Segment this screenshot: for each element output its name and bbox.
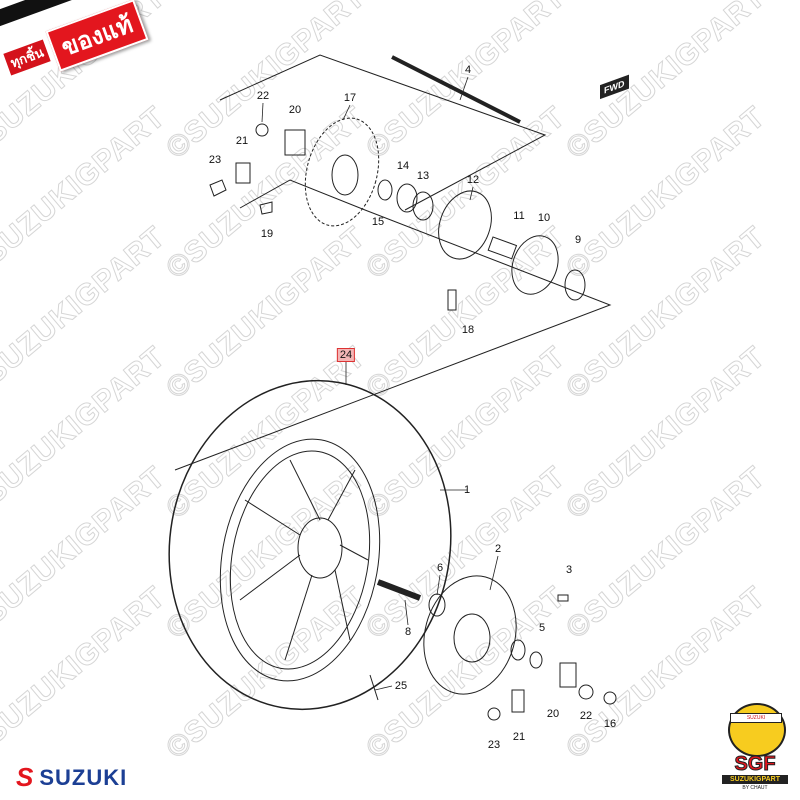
sprocket-center — [331, 154, 359, 196]
axle — [391, 55, 521, 124]
callout-18: 18 — [461, 324, 475, 336]
sprocket — [304, 117, 380, 227]
damper — [511, 235, 559, 295]
brake-disc-center — [453, 613, 491, 663]
mascot-initials: SGF — [734, 753, 776, 776]
group-outline — [219, 54, 547, 211]
callout-25: 25 — [394, 680, 408, 692]
callout-8: 8 — [404, 626, 412, 638]
mascot-name: SUZUKIGPART — [722, 775, 788, 784]
callout-2: 2 — [494, 543, 502, 555]
bearing — [564, 269, 586, 301]
bearing — [396, 183, 418, 213]
suzuki-s-icon: S — [16, 762, 34, 792]
rim — [219, 438, 381, 682]
callout-21: 21 — [235, 135, 249, 147]
wheel-axle-spacer — [376, 579, 422, 601]
callout-6: 6 — [436, 562, 444, 574]
callout-20: 20 — [288, 104, 302, 116]
callout-20: 20 — [546, 708, 560, 720]
callout-19: 19 — [260, 228, 274, 240]
mascot-sub: BY CHAUT — [742, 785, 768, 791]
sgf-mascot-logo: SUZUKI SGF SUZUKIGPART BY CHAUT — [718, 697, 792, 795]
callout-4: 4 — [464, 64, 472, 76]
wheel-hub — [297, 517, 343, 579]
suzuki-wordmark: SUZUKI — [39, 764, 128, 790]
callout-11: 11 — [513, 210, 525, 222]
callout-3: 3 — [565, 564, 573, 576]
callout-9: 9 — [574, 234, 582, 246]
callout-1: 1 — [463, 484, 471, 496]
brake-disc — [423, 575, 517, 695]
callout-24: 24 — [336, 348, 356, 362]
callout-15: 15 — [371, 216, 385, 228]
callout-21: 21 — [512, 731, 526, 743]
callout-23: 23 — [487, 739, 501, 751]
callout-16: 16 — [603, 718, 617, 730]
rim-inner — [229, 450, 371, 670]
tire — [168, 379, 452, 711]
small-parts-bottom — [369, 594, 617, 721]
leader-lines — [261, 76, 499, 691]
callout-14: 14 — [396, 160, 410, 172]
sprocket-hub — [438, 190, 492, 260]
suzuki-logo: S SUZUKI — [16, 762, 127, 793]
callout-22: 22 — [256, 90, 270, 102]
callout-12: 12 — [466, 174, 480, 186]
bearing — [377, 179, 393, 201]
bearing — [428, 593, 446, 617]
callout-23: 23 — [208, 154, 222, 166]
callout-22: 22 — [579, 710, 593, 722]
mascot-headband: SUZUKI — [730, 713, 782, 723]
bearing — [412, 191, 434, 221]
callout-17: 17 — [343, 92, 357, 104]
genuine-parts-badge: ของแท้ ทุกชิ้น — [0, 0, 170, 76]
badge-genuine-text: ของแท้ — [45, 0, 149, 72]
spacer — [487, 236, 518, 260]
callout-13: 13 — [416, 170, 430, 182]
group-outline-lower — [174, 179, 612, 471]
callout-5: 5 — [538, 622, 546, 634]
small-parts-top — [209, 123, 457, 311]
callout-10: 10 — [537, 212, 551, 224]
chick-mascot-icon — [728, 703, 786, 757]
wheel-spokes — [239, 459, 369, 661]
